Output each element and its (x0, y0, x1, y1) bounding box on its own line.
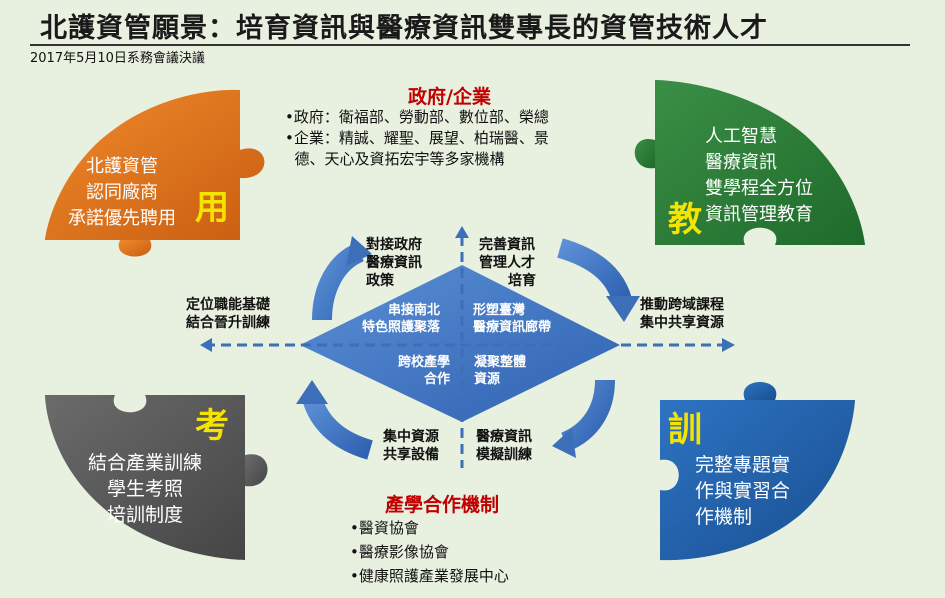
cycle-arrow-top-right (557, 238, 632, 304)
use-piece (45, 89, 265, 241)
exam-piece-text: 結合產業訓練 學生考照 培訓制度 (88, 450, 202, 528)
bottom-heading: 產學合作機制 (385, 494, 500, 516)
bottom-bullet: •醫資協會 (350, 519, 419, 537)
cycle-line: 模擬訓練 (476, 447, 532, 463)
teach-line: 資訊管理教育 (705, 204, 813, 225)
exam-line: 培訓制度 (107, 504, 184, 526)
exam-char: 考 (195, 406, 229, 446)
cycle-line: 共享設備 (383, 447, 439, 463)
train-piece-tab-top (743, 382, 777, 400)
use-char: 用 (195, 188, 229, 228)
cycle-arrow-bottom-left-head (296, 380, 328, 404)
top-bullets: •政府：衛福部、勞動部、數位部、榮總 •企業：精誠、耀聖、展望、柏瑞醫、景 德、… (285, 107, 549, 170)
use-line: 承諾優先聘用 (68, 208, 176, 229)
cycle-arrow-top-left-head (346, 236, 372, 266)
cycle-label-bottom-left: 集中資源 共享設備 (383, 428, 439, 464)
cycle-arrow-bottom-right-head (552, 428, 576, 458)
diamond-line: 資源 (474, 372, 501, 387)
diamond-label-q4: 凝聚整體 資源 (474, 354, 526, 388)
train-line: 完整專題實 (695, 454, 791, 476)
teach-piece-text: 人工智慧 醫療資訊 雙學程全方位 資訊管理教育 (705, 124, 813, 228)
center-diamond (300, 265, 620, 422)
train-piece-text: 完整專題實 作與實習合 作機制 (695, 452, 790, 530)
use-piece-text: 北護資管 認同廠商 承諾優先聘用 (68, 154, 176, 232)
diamond-line: 串接南北 (388, 303, 441, 318)
train-piece-tab-left (660, 459, 679, 491)
axis-arrow-left (200, 338, 212, 352)
diamond-label-q3: 跨校產學 合作 (394, 354, 450, 388)
top-heading: 政府/企業 (408, 86, 491, 108)
diamond-line: 形塑臺灣 (473, 303, 526, 318)
bottom-bullet: •健康照護產業發展中心 (350, 567, 509, 585)
exam-piece (45, 395, 245, 560)
exam-piece-tab-top (113, 395, 147, 413)
train-line: 作與實習合 (695, 480, 791, 502)
page-subtitle: 2017年5月10日系務會議決議 (30, 51, 205, 66)
cycle-line: 醫療資訊 (366, 255, 422, 271)
diamond-label-q2: 形塑臺灣 醫療資訊廊帶 (473, 302, 551, 336)
bottom-bullet: •醫療影像協會 (350, 543, 449, 561)
cycle-line: 集中共享資源 (640, 315, 724, 331)
cycle-label-bottom-right: 醫療資訊 模擬訓練 (476, 428, 532, 464)
cycle-arrow-top-right-head (606, 296, 640, 322)
exam-line: 結合產業訓練 (88, 452, 203, 474)
cycle-line: 定位職能基礎 (186, 297, 270, 313)
top-bullet: •政府：衛福部、勞動部、數位部、榮總 (285, 108, 549, 126)
exam-line: 學生考照 (107, 478, 184, 500)
train-char: 訓 (668, 410, 702, 450)
diamond-line: 合作 (424, 372, 451, 387)
teach-line: 醫療資訊 (705, 152, 777, 173)
top-bullet: •企業：精誠、耀聖、展望、柏瑞醫、景 (285, 129, 549, 147)
cycle-line: 醫療資訊 (476, 429, 532, 445)
train-line: 作機制 (695, 506, 753, 528)
axis-arrow-up (455, 226, 469, 238)
cycle-line: 結合晉升訓練 (186, 315, 270, 331)
use-line: 認同廠商 (86, 182, 158, 203)
cycle-label-top-left: 對接政府 醫療資訊 政策 (366, 236, 422, 290)
cycle-arrow-bottom-left (302, 394, 374, 460)
cycle-line: 完善資訊 (479, 237, 535, 253)
cycle-line: 集中資源 (383, 429, 439, 445)
cycle-label-top-right: 完善資訊 管理人才 培育 (478, 236, 536, 290)
teach-piece (655, 80, 865, 245)
teach-line: 雙學程全方位 (705, 178, 813, 199)
diamond-line: 特色照護聚落 (362, 320, 441, 335)
use-line: 北護資管 (86, 156, 158, 177)
diamond-line: 凝聚整體 (474, 355, 527, 370)
train-piece (660, 400, 855, 561)
exam-piece-tab-right (245, 454, 268, 487)
top-bullet: 德、天心及資拓宏宇等多家機構 (285, 150, 505, 168)
diamond-label-q1: 串接南北 特色照護聚落 (362, 302, 440, 336)
cycle-line: 推動跨域課程 (640, 297, 724, 313)
cycle-label-right: 推動跨域課程 集中共享資源 (640, 296, 724, 332)
cycle-line: 培育 (508, 273, 536, 289)
cycle-line: 政策 (366, 273, 394, 289)
cycle-line: 管理人才 (479, 255, 535, 271)
page-title: 北護資管願景：培育資訊與醫療資訊雙專長的資管技術人才 (40, 13, 768, 44)
use-piece-tab-bottom (118, 240, 152, 257)
teach-piece-tab-left (634, 138, 655, 169)
title-divider (30, 44, 910, 46)
diamond-line: 跨校產學 (398, 355, 451, 370)
diamond-line: 醫療資訊廊帶 (473, 320, 552, 335)
teach-char: 教 (668, 200, 702, 240)
cycle-arrow-top-left (312, 242, 365, 321)
cycle-line: 對接政府 (366, 237, 422, 253)
axis-arrow-right (722, 338, 735, 352)
teach-piece-tab-bottom (743, 227, 777, 245)
bottom-bullets: •醫資協會 •醫療影像協會 •健康照護產業發展中心 (350, 516, 509, 588)
teach-line: 人工智慧 (705, 126, 777, 147)
cycle-label-left: 定位職能基礎 結合晉升訓練 (186, 296, 270, 332)
